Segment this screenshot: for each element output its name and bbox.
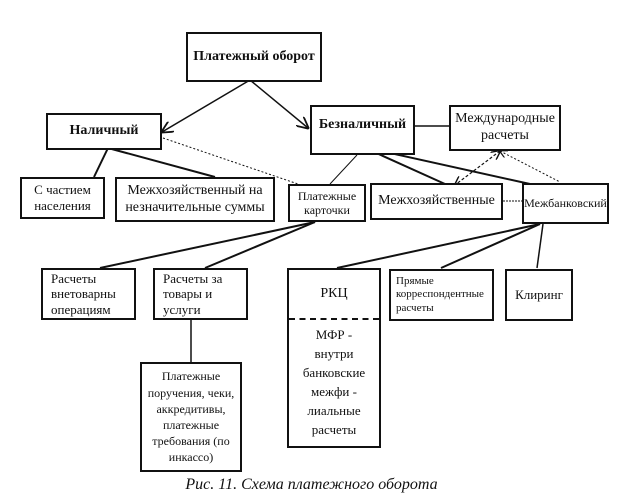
interbank-box: Межбанковский: [522, 183, 609, 224]
cards-box: Платежные карточки: [288, 184, 366, 222]
link-interbank-clearing: [536, 223, 544, 269]
link-cash-interfarm: [107, 147, 216, 178]
noncommodity-label: Расчеты внетоварны операциям: [51, 270, 116, 317]
link-interbank-rkc: [336, 223, 541, 269]
rkc-section: РКЦ: [289, 270, 379, 320]
interfarm-cash-box: Межхозяйственный на незначительные суммы: [115, 177, 275, 222]
interbank-label: Межбанковский: [524, 196, 607, 211]
direct-label: Прямые корреспондентные расчеты: [396, 275, 484, 314]
rkc-label: РКЦ: [320, 285, 348, 301]
instruments-label: Платежные поручения, чеки, аккредитивы, …: [147, 369, 235, 465]
link-cash-population: [93, 147, 109, 178]
clearing-label: Клиринг: [515, 287, 563, 303]
interfarm-box: Межхозяйственные: [370, 183, 503, 220]
interfarm-label: Межхозяйственные: [378, 193, 495, 209]
rkc-box: РКЦ МФР - внутри банковские межфи - лиал…: [287, 268, 381, 448]
noncash-label: Безналичный: [318, 117, 407, 132]
noncommodity-box: Расчеты внетоварны операциям: [41, 268, 136, 320]
direct-box: Прямые корреспондентные расчеты: [389, 269, 494, 321]
root-label: Платежный оборот: [193, 48, 315, 64]
link-cards-noncommodity: [99, 221, 316, 269]
noncash-box: Безналичный: [310, 105, 415, 155]
figure-caption: Рис. 11. Схема платежного оборота: [185, 476, 438, 493]
population-box: С частием населения: [20, 177, 105, 219]
mfr-label: МФР - внутри банковские межфи - лиальные…: [302, 327, 366, 437]
international-label: Международные расчеты: [455, 111, 555, 143]
link-noncash-cards: [329, 154, 358, 185]
link-cards-goods: [204, 221, 316, 269]
interfarm-cash-label: Межхозяйственный на незначительные суммы: [125, 182, 265, 215]
international-box: Международные расчеты: [449, 105, 561, 151]
cash-box: Наличный: [46, 113, 162, 150]
link-international-interfarm: [455, 151, 500, 185]
link-root-cash: [162, 79, 251, 132]
mfr-section: МФР - внутри банковские межфи - лиальные…: [289, 320, 379, 446]
population-label: С частием населения: [34, 182, 91, 213]
goods-label: Расчеты за товары и услуги: [163, 270, 223, 317]
link-international-interbank: [500, 151, 561, 183]
clearing-box: Клиринг: [505, 269, 573, 321]
cards-label: Платежные карточки: [297, 188, 357, 217]
link-interbank-direct: [440, 223, 541, 269]
link-root-noncash: [249, 79, 308, 128]
root-box: Платежный оборот: [186, 32, 322, 82]
cash-label: Наличный: [69, 123, 139, 139]
goods-box: Расчеты за товары и услуги: [153, 268, 248, 320]
instruments-box: Платежные поручения, чеки, аккредитивы, …: [140, 362, 242, 472]
